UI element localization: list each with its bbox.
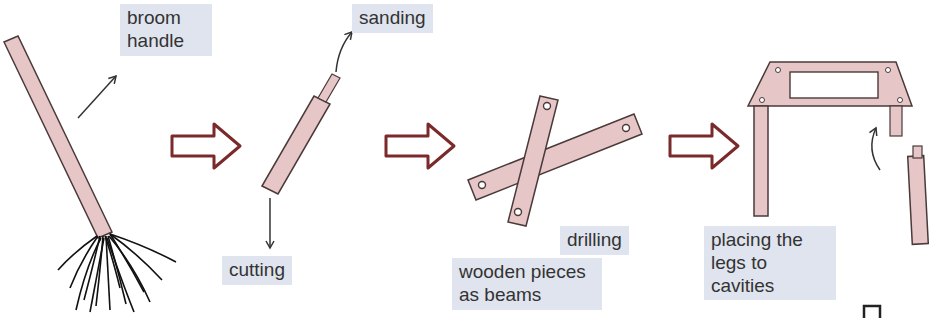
label-text: drilling — [567, 229, 622, 252]
step-label: sanding — [352, 4, 433, 33]
step-label: drilling — [560, 226, 629, 255]
step-label: wooden pieces as beams — [452, 258, 602, 310]
label-text: placing the legs to cavities — [711, 229, 829, 297]
beams-drawing — [468, 96, 642, 226]
label-text: wooden pieces as beams — [459, 261, 595, 307]
label-text: broom handle — [127, 7, 205, 53]
process-arrow — [386, 124, 454, 168]
step-label: cutting — [222, 256, 292, 285]
process-arrow — [172, 124, 240, 168]
corner-mark — [864, 306, 880, 318]
cut-piece-drawing — [262, 32, 352, 248]
label-text: cutting — [229, 259, 285, 282]
label-text: sanding — [359, 7, 426, 30]
part-label: broom handle — [120, 4, 212, 56]
leader-line — [78, 76, 116, 118]
leader-line — [269, 198, 271, 248]
process-arrow — [670, 124, 738, 168]
step-label: placing the legs to cavities — [704, 226, 836, 300]
leader-line — [336, 32, 352, 72]
broom-drawing — [4, 36, 176, 312]
leader-line — [872, 128, 880, 170]
